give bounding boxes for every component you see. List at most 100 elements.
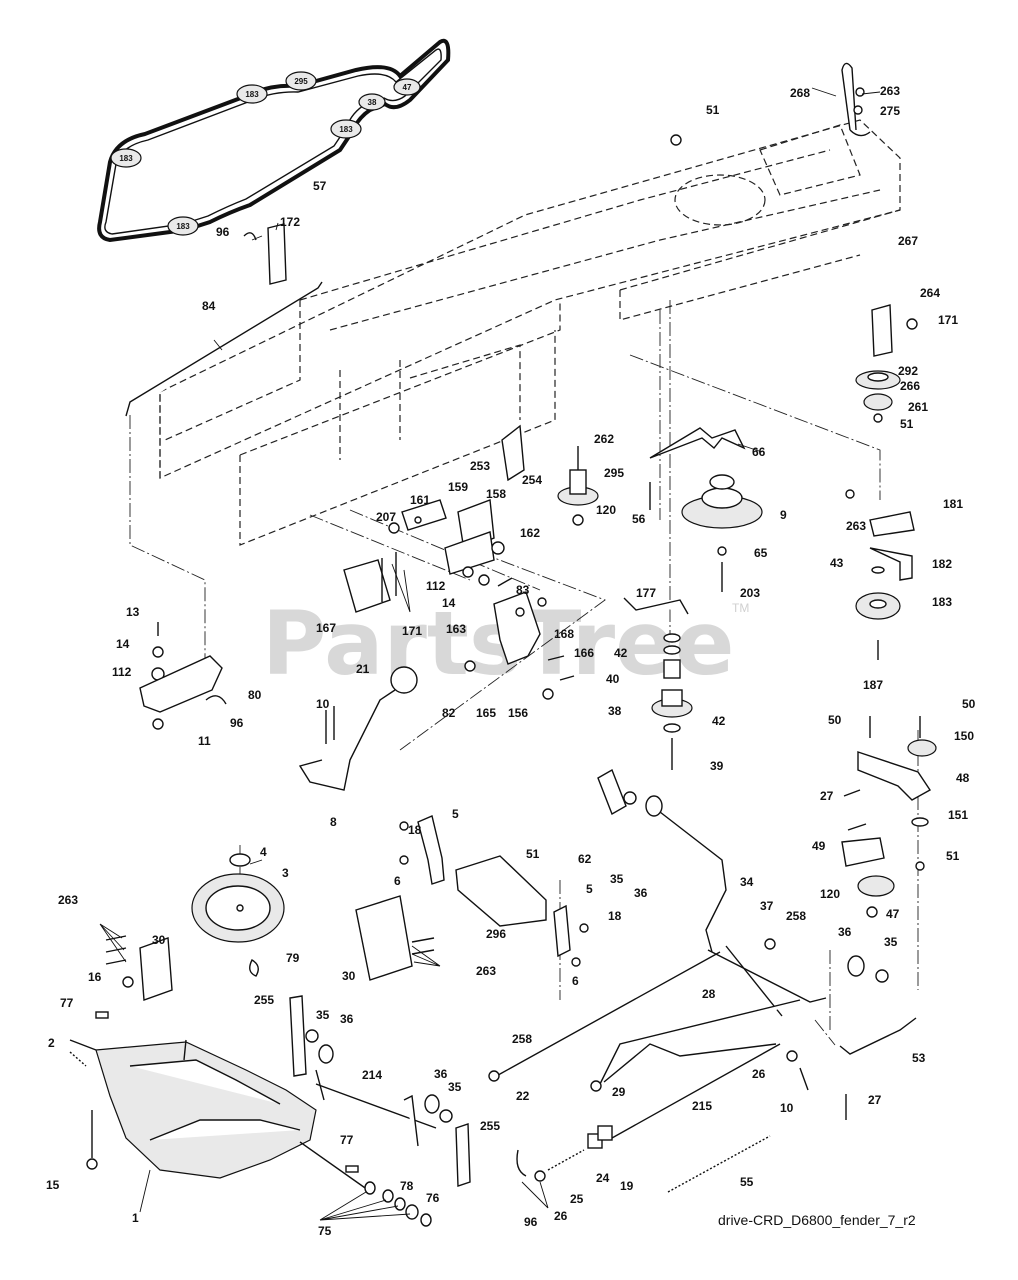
callout-10: 10 [316, 697, 330, 711]
callout-14: 14 [442, 596, 456, 610]
callout-21: 21 [356, 662, 370, 676]
callout-295: 295 [604, 466, 624, 480]
parts-shapes [69, 62, 937, 1227]
callout-172: 172 [280, 215, 300, 229]
callout-65: 65 [754, 546, 768, 560]
callout-163: 163 [446, 622, 466, 636]
callout-47: 47 [886, 907, 900, 921]
callout-11: 11 [198, 734, 211, 748]
callout-96: 96 [524, 1215, 538, 1229]
callout-78: 78 [400, 1179, 414, 1193]
callout-258: 258 [512, 1032, 532, 1046]
callout-35: 35 [448, 1080, 462, 1094]
callout-275: 275 [880, 104, 900, 118]
belt-label: 295 [294, 77, 308, 86]
callout-215: 215 [692, 1099, 712, 1113]
belt-label: 183 [245, 90, 259, 99]
callout-62: 62 [578, 852, 592, 866]
callout-165: 165 [476, 706, 496, 720]
callout-120: 120 [596, 503, 616, 517]
callout-57: 57 [313, 179, 327, 193]
callout-40: 40 [606, 672, 620, 686]
callout-258: 258 [786, 909, 806, 923]
callout-3: 3 [282, 866, 289, 880]
callout-83: 83 [516, 583, 530, 597]
callout-18: 18 [608, 909, 622, 923]
callout-171: 171 [938, 313, 958, 327]
callout-49: 49 [812, 839, 826, 853]
callout-8: 8 [330, 815, 337, 829]
callout-27: 27 [868, 1093, 882, 1107]
callout-36: 36 [838, 925, 852, 939]
callout-187: 187 [863, 678, 883, 692]
callout-253: 253 [470, 459, 490, 473]
callout-5: 5 [452, 807, 459, 821]
callout-37: 37 [760, 899, 774, 913]
diagram-caption: drive-CRD_D6800_fender_7_r2 [718, 1212, 916, 1228]
callout-77: 77 [60, 996, 74, 1010]
callout-labels: 57 268 263 275 51 172 96 84 267 264 171 … [46, 84, 976, 1238]
callout-42: 42 [712, 714, 726, 728]
callout-26: 26 [752, 1067, 766, 1081]
callout-76: 76 [426, 1191, 440, 1205]
callout-35: 35 [316, 1008, 330, 1022]
callout-56: 56 [632, 512, 646, 526]
callout-9: 9 [780, 508, 787, 522]
callout-120: 120 [820, 887, 840, 901]
callout-166: 166 [574, 646, 594, 660]
callout-10: 10 [780, 1101, 794, 1115]
callout-181: 181 [943, 497, 963, 511]
callout-26: 26 [554, 1209, 568, 1223]
callout-42: 42 [614, 646, 628, 660]
callout-19: 19 [620, 1179, 634, 1193]
callout-177: 177 [636, 586, 656, 600]
callout-30: 30 [342, 969, 356, 983]
callout-24: 24 [596, 1171, 610, 1185]
callout-261: 261 [908, 400, 928, 414]
callout-28: 28 [702, 987, 716, 1001]
callout-161: 161 [410, 493, 430, 507]
belt-label: 183 [339, 125, 353, 134]
callout-50: 50 [962, 697, 976, 711]
callout-79: 79 [286, 951, 300, 965]
callout-296: 296 [486, 927, 506, 941]
callout-182: 182 [932, 557, 952, 571]
tractor-frame [159, 119, 901, 546]
callout-53: 53 [912, 1051, 926, 1065]
callout-75: 75 [318, 1224, 332, 1238]
callout-214: 214 [362, 1068, 382, 1082]
callout-266: 266 [900, 379, 920, 393]
alignment-lines [129, 300, 919, 1046]
callout-36: 36 [634, 886, 648, 900]
callout-48: 48 [956, 771, 970, 785]
callout-13: 13 [126, 605, 140, 619]
belt-label: 47 [403, 83, 412, 92]
callout-268: 268 [790, 86, 810, 100]
callout-254: 254 [522, 473, 542, 487]
callout-263: 263 [58, 893, 78, 907]
callout-51: 51 [900, 417, 914, 431]
callout-255: 255 [254, 993, 274, 1007]
callout-50: 50 [828, 713, 842, 727]
callout-263: 263 [880, 84, 900, 98]
callout-16: 16 [88, 970, 102, 984]
callout-4: 4 [260, 845, 267, 859]
drive-belt[interactable] [97, 38, 451, 243]
callout-35: 35 [884, 935, 898, 949]
callout-151: 151 [948, 808, 968, 822]
callout-35: 35 [610, 872, 624, 886]
belt-label: 38 [368, 98, 377, 107]
belt-label: 183 [119, 154, 133, 163]
callout-112: 112 [112, 665, 132, 679]
callout-183: 183 [932, 595, 952, 609]
callout-22: 22 [516, 1089, 530, 1103]
callout-168: 168 [554, 627, 574, 641]
callout-38: 38 [608, 704, 622, 718]
callout-15: 15 [46, 1178, 60, 1192]
callout-51: 51 [526, 847, 540, 861]
callout-5: 5 [586, 882, 593, 896]
callout-2: 2 [48, 1036, 55, 1050]
callout-159: 159 [448, 480, 468, 494]
callout-262: 262 [594, 432, 614, 446]
